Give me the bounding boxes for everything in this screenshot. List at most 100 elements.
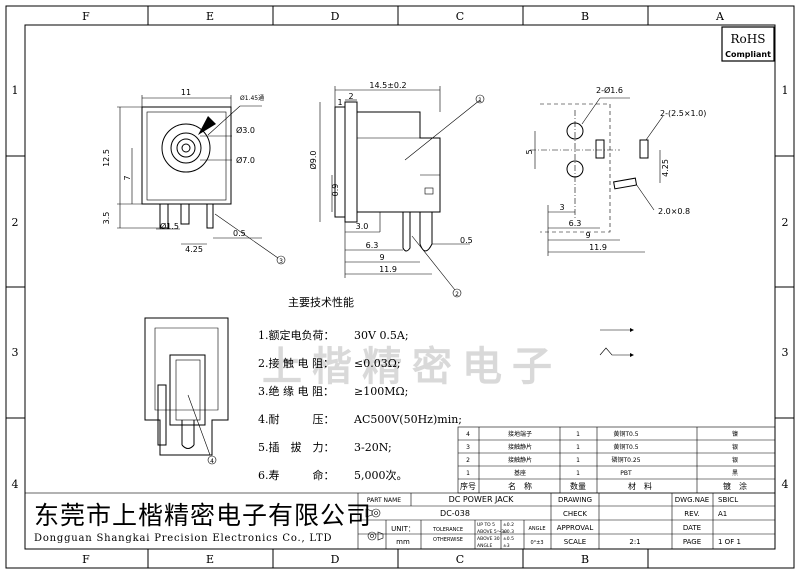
- side-pin: [419, 212, 433, 252]
- tb-otherwise-label: OTHERWISE: [433, 537, 463, 543]
- bom-header-material: 材 料: [628, 481, 652, 491]
- bom-header-finish: 镀 涂: [723, 481, 747, 491]
- col-label: B: [581, 553, 589, 566]
- col-label: D: [331, 553, 340, 566]
- front-dim-width: 11: [181, 88, 191, 97]
- bom-no: 1: [466, 470, 470, 477]
- row-label: 2: [12, 216, 19, 229]
- spec-value: 30V 0.5A;: [354, 329, 409, 342]
- tb-scale: 2:1: [629, 538, 640, 546]
- tb-drawing: DRAWING: [558, 496, 592, 504]
- row-label: 3: [782, 346, 789, 359]
- side-dim-11-9: 11.9: [379, 265, 397, 274]
- col-label: E: [206, 553, 214, 566]
- terminal-symbol: [599, 328, 634, 357]
- col-label: D: [331, 10, 340, 23]
- col-label: F: [82, 553, 90, 566]
- tb-rev-label: REV.: [684, 510, 699, 518]
- col-label: C: [456, 10, 464, 23]
- bom-no: 2: [466, 457, 470, 464]
- side-view: [319, 86, 485, 298]
- rohs-badge: RoHS Compliant: [721, 26, 775, 62]
- projection-symbol-icon: [365, 508, 384, 541]
- bom-material: 黄铜T0.5: [613, 443, 638, 451]
- tb-unit: mm: [396, 538, 410, 546]
- center-pin: [181, 143, 191, 153]
- spec-row: 5.插 拔 力：3-20N;: [258, 434, 462, 462]
- col-label: B: [581, 10, 589, 23]
- pcb-slot: [613, 177, 638, 190]
- col-label: E: [206, 10, 214, 23]
- col-label: C: [456, 553, 464, 566]
- spec-value: ≤0.03Ω;: [354, 357, 401, 370]
- row-label: 4: [782, 478, 789, 491]
- front-dim-inner: Ø3.0: [236, 125, 255, 135]
- bom-header-name: 名 称: [508, 481, 532, 491]
- front-dim-pin-w: 0.5: [233, 229, 246, 238]
- bom-header-qty: 数量: [570, 481, 586, 491]
- spec-label: 5.插 拔 力：: [258, 441, 335, 454]
- pcb-hole-label: 2-Ø1.6: [596, 85, 623, 95]
- tb-unit-label: UNIT：: [391, 525, 415, 533]
- tb-rev: A1: [718, 510, 727, 518]
- outer-barrel: [161, 123, 211, 173]
- rohs-title: RoHS: [731, 32, 766, 46]
- callout-1: 1: [478, 97, 482, 104]
- specs-title: 主要技术性能: [288, 296, 354, 309]
- bom-finish: 黑: [732, 470, 738, 477]
- bom-no: 4: [466, 431, 470, 438]
- front-dim-center: 7: [123, 175, 132, 180]
- tb-check: CHECK: [563, 510, 587, 518]
- bom-qty: 1: [576, 457, 580, 464]
- pcb-dim-9: 9: [585, 231, 590, 240]
- side-dim-total: 14.5±0.2: [369, 81, 406, 90]
- tb-date-label: DATE: [683, 524, 701, 532]
- tb-tolerance-label: TOLERANCE: [432, 527, 463, 533]
- col-label: A: [715, 10, 725, 23]
- tb-tol: UP TO 5: [477, 522, 495, 528]
- side-pin: [402, 212, 411, 252]
- front-dim-pin-d: Ø1.5: [160, 221, 179, 231]
- bom-header-no: 序号: [460, 481, 476, 491]
- front-dim-hole: Ø1.45通: [240, 94, 264, 102]
- bom-qty: 1: [576, 444, 580, 451]
- title-block: [24, 492, 776, 550]
- spec-row: 2.接 触 电 阻：≤0.03Ω;: [258, 350, 462, 378]
- front-view: [117, 95, 286, 265]
- spec-value: 5,000次。: [354, 469, 408, 482]
- front-dim-pin-h: 3.5: [102, 212, 111, 225]
- bom-qty: 1: [576, 431, 580, 438]
- tb-tol: ANGLE: [477, 543, 492, 549]
- side-dim-2: 2: [348, 92, 353, 101]
- company-name-en: Dongguan Shangkai Precision Electronics …: [34, 533, 333, 544]
- tb-approval: APPROVAL: [557, 524, 594, 532]
- spec-value: ≥100MΩ;: [354, 385, 409, 398]
- spec-row: 6.寿 命：5,000次。: [258, 462, 462, 490]
- row-label: 1: [782, 84, 789, 97]
- callout-3: 3: [279, 258, 283, 265]
- bom-name: 基座: [514, 469, 526, 477]
- tb-tol-value: ±3: [503, 543, 510, 549]
- tb-part-name: DC POWER JACK: [449, 495, 515, 504]
- spec-label: 1.额定电负荷：: [258, 329, 335, 342]
- pin: [159, 203, 169, 229]
- bom-name: 接地端子: [508, 430, 532, 438]
- pcb-dim-6-3: 6.3: [569, 219, 582, 228]
- spec-value: AC500V(50Hz)min;: [354, 413, 463, 426]
- front-dim-outer: Ø7.0: [236, 155, 255, 165]
- pcb-dim-3: 3: [559, 203, 564, 212]
- pcb-slot2-label: 2.0×0.8: [658, 207, 690, 216]
- tb-page: 1 OF 1: [718, 538, 741, 546]
- bom-name: 接触静片: [508, 443, 532, 451]
- tb-tol-value: ±0.5: [503, 536, 514, 542]
- row-label: 3: [12, 346, 19, 359]
- tb-part-name-label: PART NAME: [367, 497, 401, 504]
- side-dim-9: 9: [379, 253, 384, 262]
- side-dim-6-3: 6.3: [366, 241, 379, 250]
- callout-2: 2: [455, 291, 459, 298]
- bom-qty: 1: [576, 470, 580, 477]
- pcb-dim-11-9: 11.9: [589, 243, 607, 252]
- spec-row: 3.绝 缘 电 阻：≥100MΩ;: [258, 378, 462, 406]
